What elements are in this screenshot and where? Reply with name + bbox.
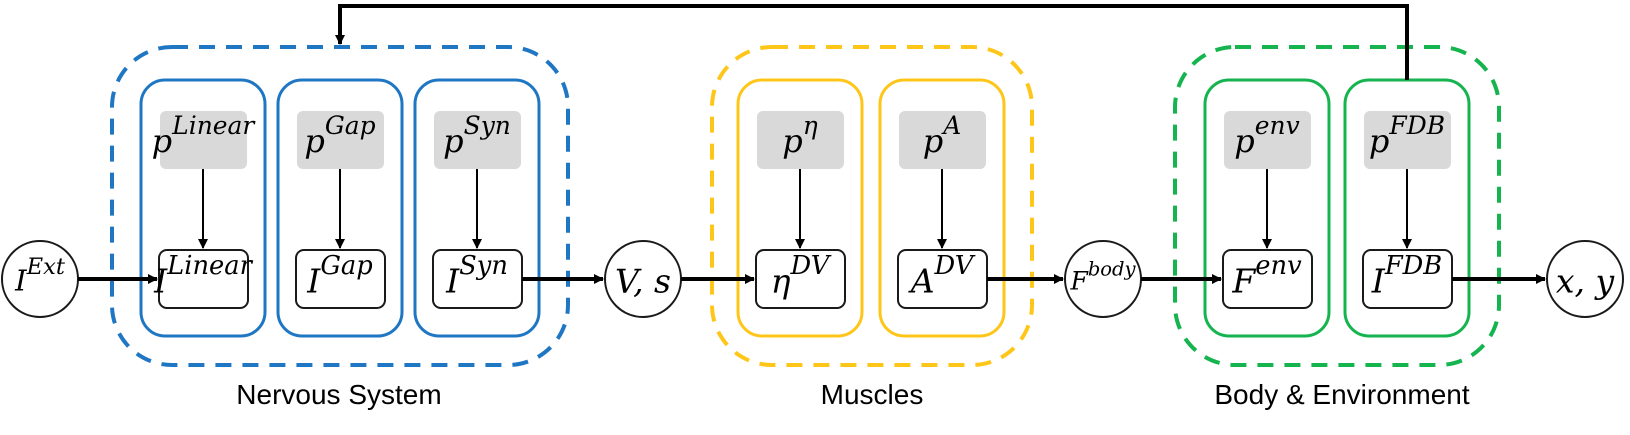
i-fdb-box (1362, 249, 1453, 309)
p-fdb-box (1364, 111, 1451, 169)
nervous-system-group-border (110, 45, 570, 367)
p-linear-box (160, 111, 247, 169)
feedback-loop-arrow (335, 4, 1409, 80)
nervous-system-caption: Nervous System (236, 379, 442, 410)
i-syn-box (432, 249, 523, 309)
p-env-box (1224, 111, 1311, 169)
eta-dv-box (755, 249, 846, 309)
p-gap-box (297, 111, 384, 169)
muscles-caption: Muscles (820, 379, 924, 410)
i-gap-box (295, 249, 386, 309)
body-environment-group-border (1173, 45, 1501, 367)
i-linear-box (158, 249, 249, 309)
linear-column (139, 78, 267, 338)
muscles-group-border (710, 45, 1034, 367)
f-env-box (1222, 249, 1313, 309)
gap-column (276, 78, 404, 338)
env-column (1203, 78, 1331, 338)
p-a-box (899, 111, 986, 169)
i-ext-node (1, 240, 79, 318)
f-body-node (1064, 240, 1142, 318)
syn-column (413, 78, 541, 338)
x-y-node (1546, 240, 1624, 318)
p-syn-box (434, 111, 521, 169)
a-column (878, 78, 1006, 338)
eta-column (736, 78, 864, 338)
body-environment-caption: Body & Environment (1214, 379, 1470, 410)
p-eta-box (757, 111, 844, 169)
a-dv-box (897, 249, 988, 309)
v-s-node (604, 240, 682, 318)
